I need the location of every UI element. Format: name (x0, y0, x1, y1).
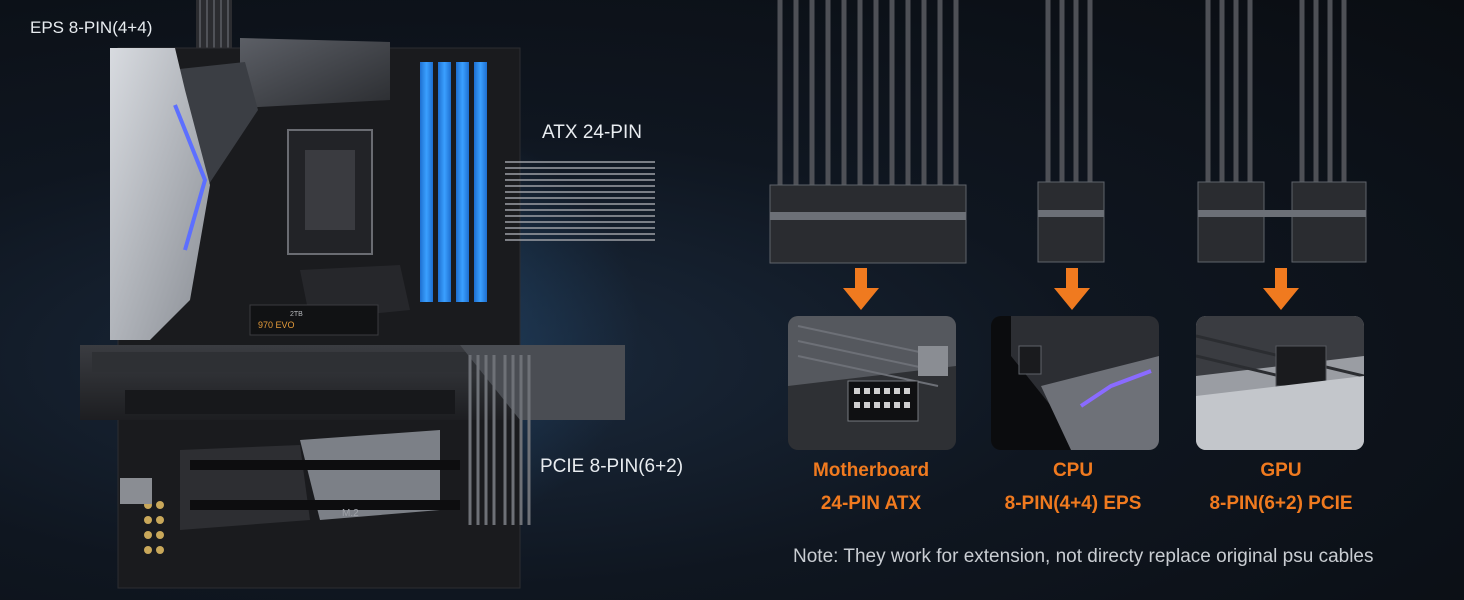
gpu-connector-photo (1196, 316, 1364, 450)
motherboard-connector-photo (788, 316, 956, 450)
connector-spec-gpu: 8-PIN(6+2) PCIE (1209, 493, 1353, 514)
arrow-down-icon (1054, 268, 1090, 310)
connector-title-motherboard: Motherboard (812, 460, 930, 481)
eps-label: EPS 8-PIN(4+4) (30, 18, 153, 37)
atx-cable (505, 161, 655, 241)
svg-text:2TB: 2TB (290, 311, 303, 318)
eps-8pin-cable (1037, 0, 1105, 263)
pcie-label: PCIE 8-PIN(6+2) (540, 456, 684, 477)
connector-spec-cpu: 8-PIN(4+4) EPS (1004, 493, 1142, 514)
atx-24pin-cable (769, 0, 967, 264)
io-shroud (110, 48, 210, 340)
arrow-down-icon (843, 268, 879, 310)
ssd (249, 304, 379, 336)
atx-label: ATX 24-PIN (542, 122, 642, 143)
motherboard-illustration: 970 EVO 2TB M.2 (80, 0, 655, 589)
connector-title-gpu: GPU (1260, 460, 1302, 481)
arrow-down-icon (1263, 268, 1299, 310)
pcie-8pin-cable (1197, 0, 1367, 263)
ram-sticks (420, 62, 487, 302)
connector-spec-motherboard: 24-PIN ATX (820, 493, 922, 514)
cable-connectors (769, 0, 1367, 264)
compatibility-note: Note: They work for extension, not direc… (793, 546, 1374, 567)
graphics-card (80, 345, 625, 420)
svg-text:970 EVO: 970 EVO (258, 320, 295, 330)
svg-text:M.2: M.2 (342, 508, 359, 519)
pcie-cable (468, 355, 531, 525)
cpu-connector-photo (991, 316, 1159, 450)
connector-title-cpu: CPU (1052, 460, 1094, 481)
